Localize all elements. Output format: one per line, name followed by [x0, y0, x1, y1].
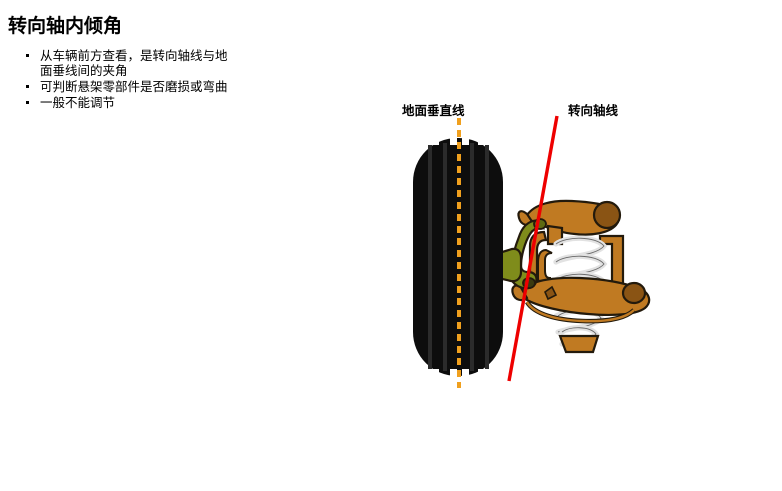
tread-notch	[478, 138, 485, 145]
tread-notch	[450, 138, 457, 145]
lower-arm-body	[520, 276, 651, 316]
spring-coil-fill	[553, 289, 608, 319]
coil-spring	[553, 235, 608, 347]
tire-body	[413, 138, 503, 376]
list-item-label: 从车辆前方查看，是转向轴线与地 面垂线间的夹角	[40, 48, 228, 78]
steering-knuckle	[487, 218, 547, 290]
upper-ball-joint	[533, 218, 547, 230]
tread-notch	[478, 369, 485, 376]
label-ground-vertical-line: 地面垂直线	[402, 103, 465, 118]
tire	[413, 138, 503, 376]
upper-arm-tab	[517, 210, 535, 227]
steering-axis-line	[507, 115, 559, 382]
bullet-dot-icon	[26, 101, 29, 104]
upper-arm-leg	[546, 224, 564, 246]
spring-coil-fill	[553, 271, 608, 301]
strut-bracket-left	[528, 230, 548, 296]
tread-notch	[462, 369, 469, 376]
tread-groove	[428, 145, 432, 369]
tread-groove	[470, 143, 474, 371]
tread-notch	[462, 138, 469, 145]
bullet-dot-icon	[26, 54, 29, 57]
page-title: 转向轴内倾角	[8, 15, 123, 37]
tread-notch	[450, 369, 457, 376]
spring-coil	[555, 237, 605, 263]
lower-arm-rail	[525, 301, 635, 323]
tread-groove	[443, 143, 447, 371]
spring-coil-outline	[555, 255, 605, 281]
tread-groove	[485, 145, 489, 369]
spring-coil-fill	[553, 253, 608, 283]
list-item: 从车辆前方查看，是转向轴线与地 面垂线间的夹角	[22, 48, 322, 78]
spring-coil-outline	[555, 291, 605, 317]
spring-coil-outline	[561, 327, 597, 345]
knuckle-arc	[508, 219, 545, 290]
knuckle-upright	[537, 248, 553, 288]
suspension-assembly	[487, 199, 651, 354]
list-item: 一般不能调节	[22, 95, 322, 110]
tread-notch	[432, 138, 439, 145]
lower-control-arm	[511, 276, 651, 324]
spring-lower-seat	[558, 334, 600, 354]
upper-arm-bushing	[592, 200, 622, 230]
spring-coil-fill	[553, 235, 608, 265]
bullet-list: 从车辆前方查看，是转向轴线与地 面垂线间的夹角 可判断悬架零部件是否磨损或弯曲 …	[22, 48, 322, 111]
upper-control-arm	[517, 199, 622, 246]
lower-knuckle-joint	[522, 277, 536, 289]
spring-coil-fill	[559, 325, 600, 347]
spring-coil-outline	[557, 309, 602, 333]
lower-arm-rail-outline	[525, 300, 636, 324]
spring-coil-outline	[555, 273, 605, 299]
list-item-label: 一般不能调节	[40, 95, 116, 110]
spring-coil-outline	[555, 237, 605, 263]
upper-arm-body	[525, 199, 621, 236]
strut-bracket-right	[598, 234, 625, 286]
knuckle-hub-flange	[487, 247, 523, 283]
bullet-dot-icon	[26, 85, 29, 88]
spring-coil-fill	[555, 307, 605, 335]
lower-arm-bushing	[621, 281, 647, 305]
lower-arm-notch	[544, 285, 558, 301]
lower-ball-joint	[511, 284, 529, 302]
label-steering-axis-line: 转向轴线	[568, 103, 619, 118]
list-item-label: 可判断悬架零部件是否磨损或弯曲	[40, 79, 228, 94]
tread-notch	[432, 369, 439, 376]
list-item: 可判断悬架零部件是否磨损或弯曲	[22, 79, 322, 94]
